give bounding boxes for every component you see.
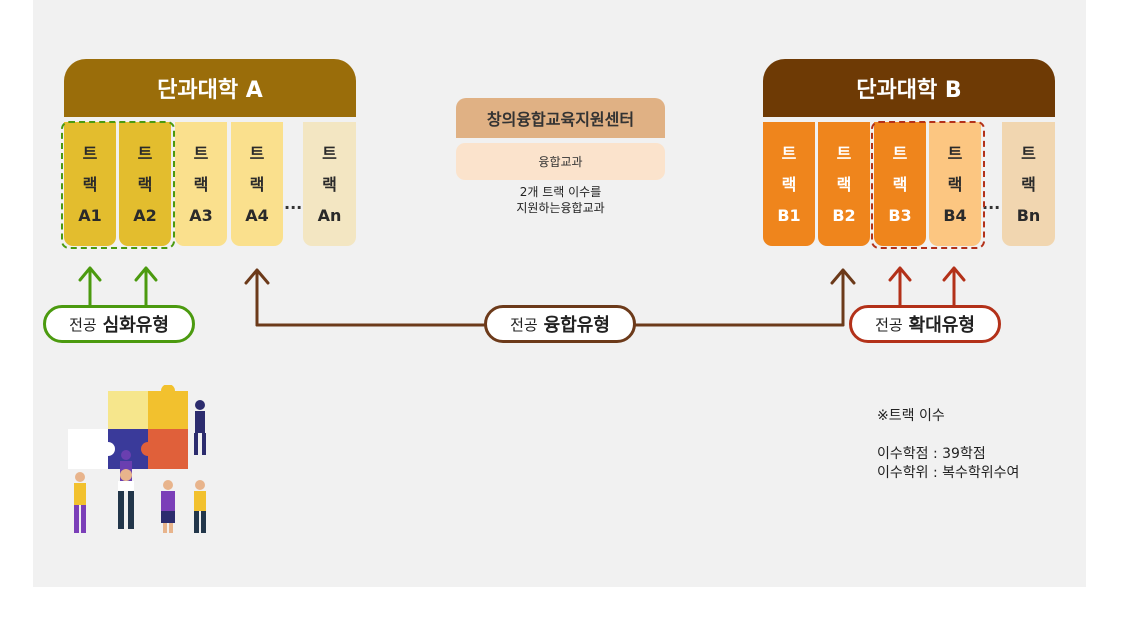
center-title: 창의융합교육지원센터 <box>486 110 635 129</box>
center-subtitle-box: 융합교과 <box>456 143 665 180</box>
track-id: B1 <box>777 205 801 225</box>
college-a-title: 단과대학 A <box>157 78 263 103</box>
track-label: 트 <box>892 143 908 163</box>
track-a1: 트 랙 A1 <box>64 122 116 246</box>
note-degree: 이수학위 : 복수학위수여 <box>877 465 1020 481</box>
track-b1: 트 랙 B1 <box>763 122 815 246</box>
track-id: A3 <box>189 205 213 225</box>
track-label: 랙 <box>947 174 963 194</box>
fusion-connector <box>244 268 856 327</box>
track-label: 랙 <box>781 174 797 194</box>
track-b4: 트 랙 B4 <box>929 122 981 246</box>
fusion-type-pill: 전공 융합유형 <box>484 305 636 343</box>
track-id: An <box>317 205 342 225</box>
track-a2: 트 랙 A2 <box>119 122 171 246</box>
track-label: 랙 <box>193 174 209 194</box>
note-credits: 이수학점 : 39학점 <box>877 446 986 462</box>
track-id: A4 <box>245 205 269 225</box>
up-arrow-icon <box>244 268 270 327</box>
track-label: 랙 <box>892 174 908 194</box>
track-label: 트 <box>82 143 98 163</box>
note-heading: ※트랙 이수 <box>877 408 945 424</box>
center-subtitle: 융합교과 <box>538 155 583 169</box>
track-label: 트 <box>836 143 852 163</box>
track-a3: 트 랙 A3 <box>175 122 227 246</box>
track-label: 랙 <box>322 174 337 194</box>
puzzle-people-illustration <box>68 385 206 533</box>
college-b-header: 단과대학 B <box>763 59 1055 117</box>
deep-prefix: 전공 <box>69 315 97 334</box>
track-id: A1 <box>78 205 102 225</box>
expand-emphasis: 확대유형 <box>908 315 975 336</box>
track-label: 트 <box>1021 143 1036 163</box>
track-a4: 트 랙 A4 <box>231 122 283 246</box>
center-description: 2개 트랙 이수를 지원하는융합교과 <box>456 184 665 216</box>
fusion-emphasis: 융합유형 <box>543 315 610 336</box>
track-label: 트 <box>193 143 209 163</box>
deep-type-pill: 전공 심화유형 <box>43 305 195 343</box>
college-b-title: 단과대학 B <box>856 78 962 103</box>
track-an: 트 랙 An <box>303 122 356 246</box>
track-id: B3 <box>888 205 912 225</box>
track-label: 트 <box>137 143 153 163</box>
track-label: 트 <box>322 143 337 163</box>
track-id: A2 <box>133 205 157 225</box>
up-arrow-icon <box>78 266 102 307</box>
track-label: 랙 <box>137 174 153 194</box>
deep-arrows <box>78 266 158 307</box>
up-arrow-icon <box>942 266 966 307</box>
track-label: 트 <box>781 143 797 163</box>
up-arrow-icon <box>134 266 158 307</box>
center-title-box: 창의융합교육지원센터 <box>456 98 665 138</box>
center-desc-line1: 2개 트랙 이수를 <box>519 185 602 199</box>
ellipsis-b: ··· <box>982 198 1001 217</box>
track-label: 트 <box>947 143 963 163</box>
track-id: Bn <box>1016 205 1041 225</box>
up-arrow-icon <box>830 268 856 327</box>
track-bn: 트 랙 Bn <box>1002 122 1055 246</box>
track-label: 랙 <box>249 174 265 194</box>
track-id: B2 <box>832 205 856 225</box>
center-desc-line2: 지원하는융합교과 <box>516 201 605 215</box>
expand-type-pill: 전공 확대유형 <box>849 305 1001 343</box>
track-b3: 트 랙 B3 <box>874 122 926 246</box>
college-a-header: 단과대학 A <box>64 59 356 117</box>
track-label: 트 <box>249 143 265 163</box>
track-label: 랙 <box>836 174 852 194</box>
fusion-prefix: 전공 <box>510 315 538 334</box>
track-id: B4 <box>943 205 967 225</box>
deep-emphasis: 심화유형 <box>102 315 169 336</box>
track-b2: 트 랙 B2 <box>818 122 870 246</box>
track-label: 랙 <box>1021 174 1036 194</box>
expand-prefix: 전공 <box>875 315 903 334</box>
track-label: 랙 <box>82 174 98 194</box>
ellipsis-a: ··· <box>284 198 303 217</box>
expand-arrows <box>888 266 966 307</box>
up-arrow-icon <box>888 266 912 307</box>
